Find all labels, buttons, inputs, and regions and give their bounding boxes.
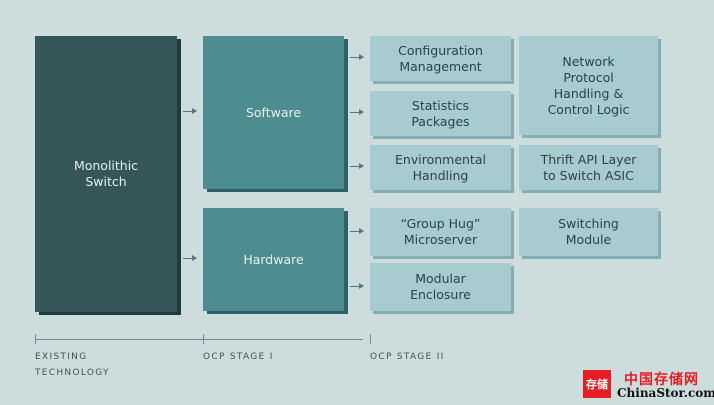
stage-label-stage1: OCP STAGE I [203,352,274,362]
stage-tick-existing [35,334,36,344]
group-hug-microserver-label: “Group Hug” Microserver [400,216,481,247]
arrow-to-configuration [350,54,364,60]
thrift-api-block: Thrift API Layer to Switch ASIC [519,145,658,190]
stage-tick-stage2 [370,334,371,344]
hardware-label: Hardware [243,251,304,267]
switching-module-block: Switching Module [519,208,658,256]
network-protocol-label: Network Protocol Handling & Control Logi… [547,53,630,117]
monolithic-switch-block: Monolithic Switch [35,36,177,312]
configuration-management-label: Configuration Management [398,42,483,74]
arrow-to-group-hug [350,228,364,234]
modular-enclosure-label: Modular Enclosure [410,271,471,302]
software-label: Software [245,104,302,120]
network-protocol-block: Network Protocol Handling & Control Logi… [519,36,658,135]
statistics-packages-block: Statistics Packages [370,91,511,136]
thrift-api-label: Thrift API Layer to Switch ASIC [540,151,637,183]
configuration-management-block: Configuration Management [370,36,511,81]
environmental-handling-block: Environmental Handling [370,145,511,190]
arrow-to-statistics [350,109,364,115]
group-hug-microserver-block: “Group Hug” Microserver [370,208,511,256]
arrow-to-software [183,108,197,114]
stage-label-stage2: OCP STAGE II [370,352,445,362]
statistics-packages-label: Statistics Packages [411,97,470,129]
arrow-to-modular [350,283,364,289]
stage-axis-line [35,339,363,340]
watermark-icon-text: 存储 [586,377,608,391]
arrow-to-environmental [350,163,364,169]
watermark-logo-icon: 存储 [583,370,611,398]
environmental-handling-label: Environmental Handling [395,151,486,183]
modular-enclosure-block: Modular Enclosure [370,263,511,311]
software-block: Software [203,36,344,189]
watermark-en-text: ChinaStor.com [617,386,714,400]
hardware-block: Hardware [203,208,344,311]
watermark-cn-text: 中国存储网 [624,372,699,388]
arrow-to-hardware [183,255,197,261]
stage-label-existing: EXISTING TECHNOLOGY [35,352,110,378]
switching-module-label: Switching Module [558,216,619,247]
monolithic-switch-label: Monolithic Switch [73,158,139,189]
stage-tick-stage1 [203,334,204,344]
